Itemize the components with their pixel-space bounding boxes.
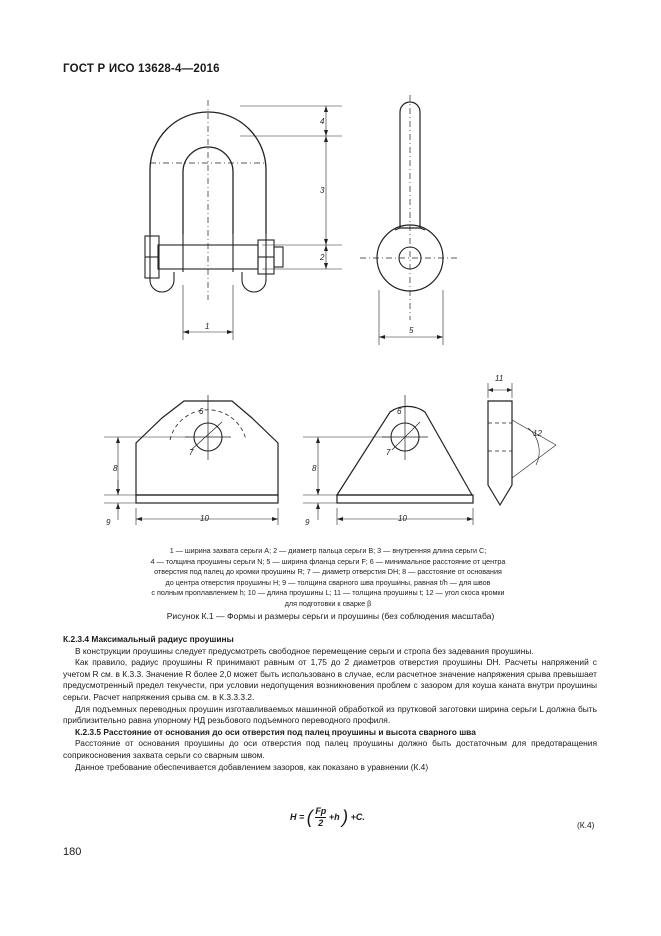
legend-line: до центра отверстия проушины H; 9 — толщ… — [165, 577, 491, 587]
page-number: 180 — [63, 846, 82, 858]
dim-label-6b: 6 — [397, 407, 402, 416]
dim-label-9b: 9 — [305, 518, 310, 527]
dim-label-8b: 8 — [312, 464, 317, 473]
dim-label-10a: 10 — [200, 514, 209, 523]
dim-label-9a: 9 — [106, 518, 111, 527]
paragraph: Для подъемных переводных проушин изготав… — [63, 703, 597, 726]
eq-h-term: +h — [328, 811, 340, 822]
dim-label-10b: 10 — [398, 514, 407, 523]
dim-label-12: 12 — [533, 429, 542, 438]
eq-lhs: H — [290, 811, 297, 822]
equation-k4: H = ( Fp 2 +h ) +C. — [290, 806, 365, 828]
dim-label-8a: 8 — [113, 464, 118, 473]
body-text: К.2.3.4 Максимальный радиус проушины В к… — [63, 634, 597, 773]
dim-label-4: 4 — [320, 117, 325, 126]
dim-label-5: 5 — [409, 326, 414, 335]
dim-label-7b: 7 — [386, 448, 391, 457]
legend-line: для подготовки к сварке β — [284, 598, 372, 608]
dim-label-1: 1 — [205, 322, 209, 331]
eq-tail: +C. — [350, 811, 365, 822]
document-header: ГОСТ Р ИСО 13628-4—2016 — [63, 63, 220, 75]
paragraph: Данное требование обеспечивается добавле… — [75, 761, 429, 772]
paragraph: В конструкции проушины следует предусмот… — [75, 645, 534, 656]
legend-line: отверстия под палец до кромки проушины R… — [154, 567, 502, 577]
eq-denominator: 2 — [318, 818, 324, 828]
dim-label-3: 3 — [320, 186, 325, 195]
equation-number: (К.4) — [577, 820, 595, 830]
heading-k235: К.2.3.5 Расстояние от основания до оси о… — [75, 726, 476, 737]
figure-title: Рисунок К.1 — Формы и размеры серьги и п… — [166, 611, 495, 621]
paragraph: Как правило, радиус проушины R принимают… — [63, 657, 597, 702]
legend-line: с полным проплавлением h; 10 — длина про… — [151, 588, 505, 598]
dim-label-11: 11 — [495, 374, 503, 383]
dim-label-7a: 7 — [189, 448, 194, 457]
paragraph: Расстояние от основания проушины до оси … — [63, 738, 597, 760]
heading-k234: К.2.3.4 Максимальный радиус проушины — [63, 634, 234, 644]
dim-label-6a: 6 — [199, 407, 204, 416]
legend-line: 1 — ширина захвата серьги A; 2 — диаметр… — [169, 546, 487, 555]
figure-shackle-padeye: 4 3 2 1 5 6 7 8 9 10 6 7 8 9 10 11 12 — [104, 95, 557, 527]
eq-numerator: Fp — [315, 806, 327, 818]
legend-line: 4 — толщина проушины серьги N; 5 — ширин… — [150, 556, 506, 566]
dim-label-2: 2 — [319, 253, 325, 262]
figure-legend: 1 — ширина захвата серьги A; 2 — диаметр… — [88, 546, 568, 610]
